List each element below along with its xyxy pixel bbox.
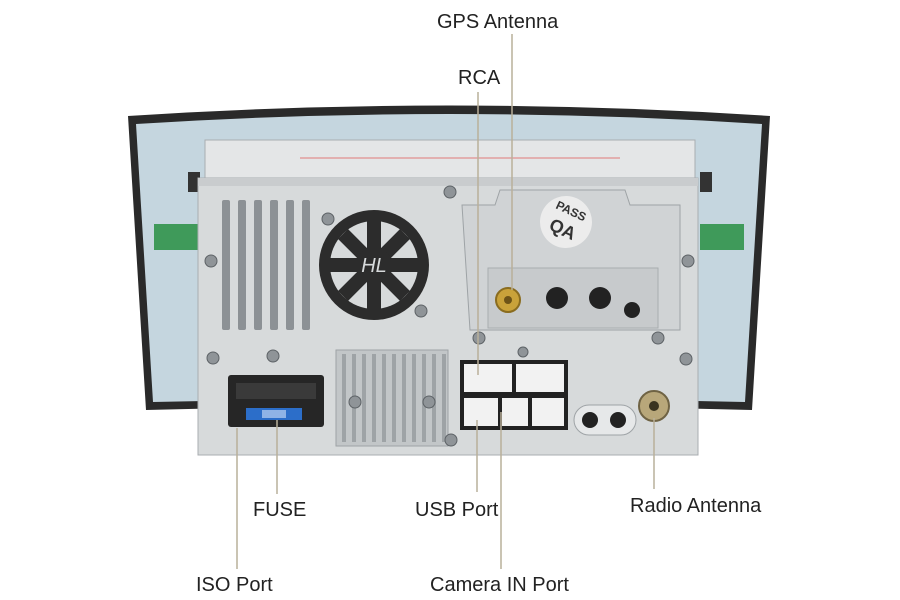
screws: [204, 185, 695, 447]
rca-jack-2: [589, 287, 611, 309]
antenna-port-plate: PASS QA: [461, 189, 681, 331]
rca-jack-3: [624, 302, 640, 318]
iso-connector: [228, 375, 324, 427]
mount-tab-left: [188, 172, 200, 192]
label-iso-port: ISO Port: [196, 574, 273, 596]
rca-jack-1: [546, 287, 568, 309]
radio-mic-panel: [573, 390, 670, 436]
fan-logo: HL: [361, 255, 387, 277]
label-fuse: FUSE: [253, 499, 307, 521]
chassis-top-cover: [204, 139, 696, 179]
label-usb-port: USB Port: [415, 499, 499, 521]
leader-lines: [236, 34, 655, 569]
green-pcb-right: [700, 224, 744, 250]
mount-tab-right: [700, 172, 712, 192]
label-radio-antenna: Radio Antenna: [630, 495, 762, 517]
metal-chassis: HL: [197, 139, 699, 456]
usb-camera-connector-block: [460, 360, 568, 430]
label-gps-antenna: GPS Antenna: [437, 11, 559, 33]
green-pcb-left: [154, 224, 198, 250]
qa-pass-stamp: PASS QA: [540, 196, 592, 248]
label-rca: RCA: [458, 67, 501, 89]
label-camera-in-port: Camera IN Port: [430, 574, 569, 596]
vent-slots: [222, 200, 310, 330]
cooling-fan: HL: [319, 210, 429, 320]
mic-jack: [582, 412, 598, 428]
